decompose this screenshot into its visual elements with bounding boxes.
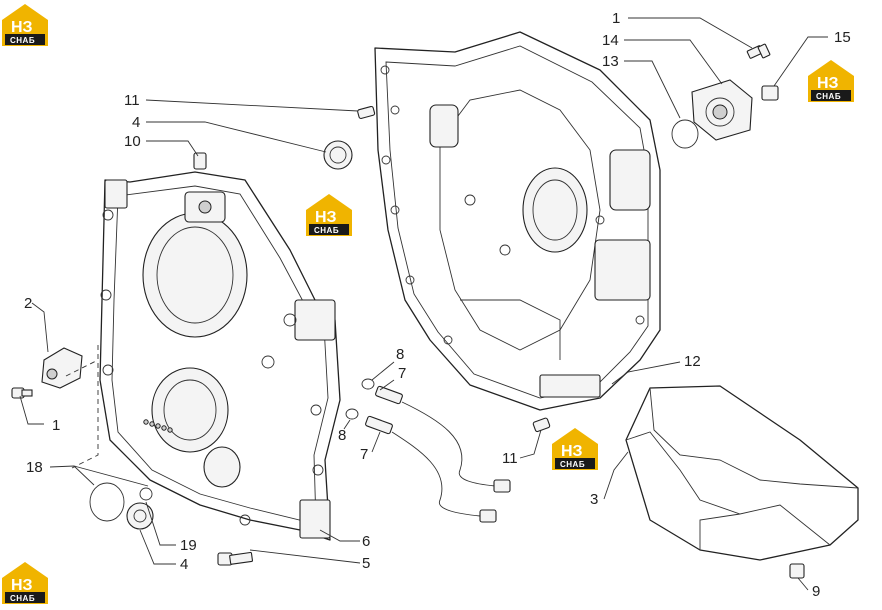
callout-8-mid: 8 <box>338 427 346 444</box>
logo-letters: НЗ <box>315 209 337 226</box>
callout-19: 19 <box>180 537 197 554</box>
callout-4-bottom: 4 <box>180 556 188 573</box>
watermark-logo-top-left: НЗ СНАБ <box>2 4 48 46</box>
callout-4-top: 4 <box>132 114 140 131</box>
seal-4-bottom <box>126 502 154 530</box>
callout-8-top: 8 <box>396 346 404 363</box>
logo-word: СНАБ <box>816 92 841 101</box>
assembly-line-sensor <box>65 359 99 377</box>
speed-sensor-upper <box>361 378 511 493</box>
logo-word: СНАБ <box>560 460 585 469</box>
callout-2: 2 <box>24 295 32 312</box>
bolt-5 <box>217 551 253 566</box>
callout-5: 5 <box>362 555 370 572</box>
callout-14: 14 <box>602 32 619 49</box>
callout-13: 13 <box>602 53 619 70</box>
assembly-line-left <box>71 345 99 469</box>
callout-1-left: 1 <box>52 417 60 434</box>
dowel-11-mid <box>532 417 551 433</box>
bolt-1-top <box>746 43 771 59</box>
o-ring-19 <box>139 487 153 501</box>
logo-letters: НЗ <box>11 577 33 594</box>
callout-10: 10 <box>124 133 141 150</box>
leader-lines <box>19 17 828 591</box>
callout-labels: 1 14 15 13 11 4 10 2 1 18 19 4 5 6 8 7 8… <box>24 10 851 600</box>
speed-sensor-lower <box>345 408 497 523</box>
callout-6: 6 <box>362 533 370 550</box>
watermark-logo-center: НЗ СНАБ <box>306 194 352 236</box>
callout-11-top: 11 <box>124 92 140 109</box>
dowel-11-top <box>357 105 376 120</box>
bolt-1-left <box>11 387 33 399</box>
o-ring-18 <box>89 482 125 522</box>
flange-14 <box>691 79 753 141</box>
bolt-9 <box>789 563 805 579</box>
callout-15: 15 <box>834 29 851 46</box>
rear-housing <box>374 31 661 411</box>
seal-4-top <box>323 140 353 170</box>
callout-7-top: 7 <box>398 365 406 382</box>
breather-10 <box>193 152 207 170</box>
watermark-logo-bottom-left: НЗ СНАБ <box>2 562 48 604</box>
callout-3: 3 <box>590 491 598 508</box>
callout-18: 18 <box>26 459 43 476</box>
callout-11-mid: 11 <box>502 450 518 467</box>
front-cover <box>99 171 341 541</box>
logo-letters: НЗ <box>817 75 839 92</box>
bottom-cover-3 <box>625 385 859 561</box>
logo-letters: НЗ <box>561 443 583 460</box>
logo-word: СНАБ <box>314 226 339 235</box>
callout-1-top: 1 <box>612 10 620 27</box>
callout-9: 9 <box>812 583 820 600</box>
callout-7-mid: 7 <box>360 446 368 463</box>
logo-word: СНАБ <box>10 36 35 45</box>
watermark-logo-top-right: НЗ СНАБ <box>808 60 854 102</box>
logo-word: СНАБ <box>10 594 35 603</box>
logo-letters: НЗ <box>11 19 33 36</box>
o-ring-13 <box>671 119 699 149</box>
watermark-logo-middle-right: НЗ СНАБ <box>552 428 598 470</box>
callout-12: 12 <box>684 353 701 370</box>
sensor-bracket-2 <box>41 347 83 389</box>
plug-15 <box>761 85 779 101</box>
